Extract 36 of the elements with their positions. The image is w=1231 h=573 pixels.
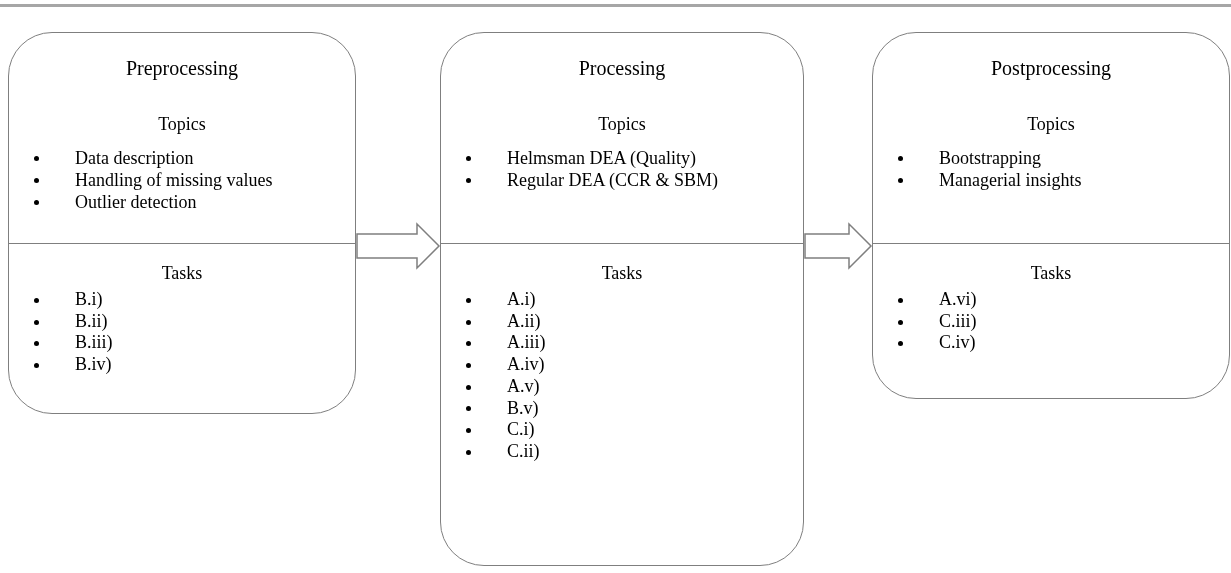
list-item: C.iv): [873, 332, 1229, 355]
list-item: Regular DEA (CCR & SBM): [441, 169, 803, 191]
block-arrow: [356, 222, 441, 270]
list-item: A.v): [441, 375, 803, 398]
list-item: A.vi): [873, 289, 1229, 311]
section-title: Tasks: [1029, 262, 1073, 284]
section-title: Topics: [157, 113, 207, 135]
list-item: Helmsman DEA (Quality): [441, 147, 803, 169]
section-title: Tasks: [600, 262, 644, 284]
list-item: B.iii): [9, 332, 355, 355]
list-item: B.v): [441, 397, 803, 420]
block-arrow: [804, 222, 873, 270]
stage-title: Preprocessing: [124, 56, 240, 81]
stage-title: Postprocessing: [990, 56, 1112, 81]
list-item: B.i): [9, 289, 355, 311]
list-item: C.i): [441, 419, 803, 441]
list-item: B.iv): [9, 354, 355, 376]
section-title: Topics: [597, 113, 647, 135]
list-item: Bootstrapping: [873, 147, 1229, 169]
stage-title: Processing: [577, 56, 667, 81]
list-item: C.iii): [873, 310, 1229, 333]
section-title: Topics: [1026, 113, 1076, 135]
list-item: Data description: [9, 147, 355, 169]
list-item: A.iii): [441, 332, 803, 355]
stage-card: [440, 32, 804, 566]
list-item: B.ii): [9, 310, 355, 333]
list-item: A.i): [441, 289, 803, 311]
stage-card: [8, 32, 356, 414]
section-title: Tasks: [160, 262, 204, 284]
stage-card: [872, 32, 1230, 399]
list-item: A.ii): [441, 310, 803, 333]
list-item: C.ii): [441, 440, 803, 463]
list-item: Handling of missing values: [9, 169, 355, 191]
list-item: Managerial insights: [873, 169, 1229, 191]
list-item: A.iv): [441, 354, 803, 376]
list-item: Outlier detection: [9, 191, 355, 213]
